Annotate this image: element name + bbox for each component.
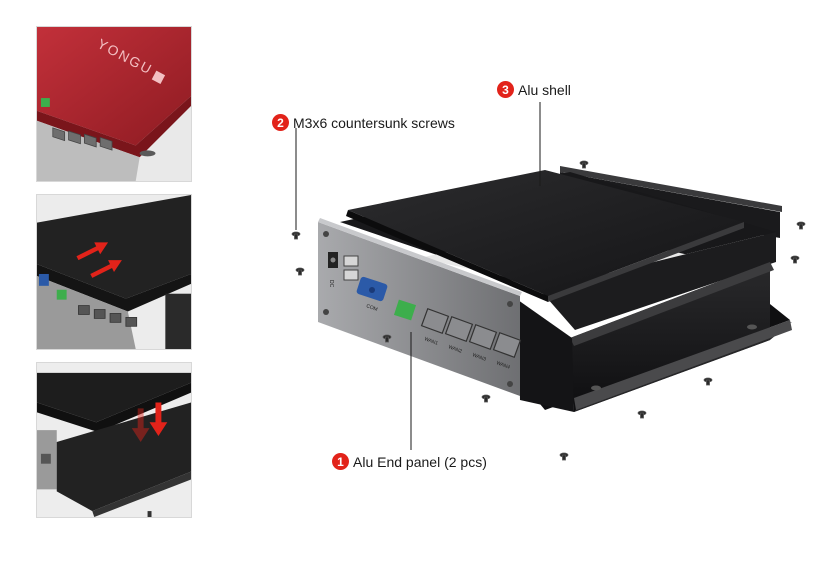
alu-end-panel: DC COM WAN1 WAN2 WAN3 WAN4 xyxy=(318,218,522,396)
callout-leader-lines xyxy=(295,102,541,450)
wan2-port-label: WAN2 xyxy=(447,344,463,355)
countersunk-screws xyxy=(291,160,806,461)
screw-icon xyxy=(637,410,647,419)
arrow-right-icon xyxy=(76,242,109,261)
wan4-port-label: WAN4 xyxy=(495,360,511,371)
dc-power-jack xyxy=(328,252,338,268)
screw-icon xyxy=(703,377,713,386)
callout-screws: 2 M3x6 countersunk screws xyxy=(272,114,455,131)
com-serial-port xyxy=(356,276,388,302)
enclosure-side-wall xyxy=(570,262,792,412)
arrow-down-icon xyxy=(131,408,150,442)
ethernet-ports xyxy=(420,308,522,358)
usb-port xyxy=(343,255,359,281)
screw-icon xyxy=(790,255,800,264)
thumbnail-slide-shell[interactable] xyxy=(36,194,192,350)
callout-end-panel: 1 Alu End panel (2 pcs) xyxy=(332,453,487,470)
lower-lid-image xyxy=(37,363,191,517)
red-enclosure-image: YONGU xyxy=(37,27,191,181)
screw-icon xyxy=(291,231,301,240)
screw-icon xyxy=(559,452,569,461)
wan3-port-label: WAN3 xyxy=(471,352,487,363)
callout-label: Alu shell xyxy=(518,81,571,98)
callout-number-badge: 2 xyxy=(272,114,289,131)
thumbnail-lower-lid[interactable] xyxy=(36,362,192,518)
screw-icon xyxy=(382,334,392,343)
wan1-port-label: WAN1 xyxy=(423,336,439,347)
thumbnail-red-enclosure[interactable]: YONGU xyxy=(36,26,192,182)
callout-alu-shell: 3 Alu shell xyxy=(497,81,571,98)
com-port-label: COM xyxy=(365,303,378,313)
dc-port-label: DC xyxy=(328,280,334,288)
callout-number-badge: 1 xyxy=(332,453,349,470)
alu-shell xyxy=(346,170,744,302)
screw-icon xyxy=(579,160,589,169)
terminal-block-connector xyxy=(393,299,417,321)
callout-label: M3x6 countersunk screws xyxy=(293,114,455,131)
screw-icon xyxy=(295,267,305,276)
callout-number-badge: 3 xyxy=(497,81,514,98)
arrow-down-icon xyxy=(149,402,168,437)
slide-shell-image xyxy=(37,195,191,349)
screw-icon xyxy=(796,221,806,230)
screw-icon xyxy=(481,394,491,403)
callout-label: Alu End panel (2 pcs) xyxy=(353,453,487,470)
enclosure-front-wall xyxy=(518,300,574,412)
arrow-right-icon xyxy=(90,260,122,278)
